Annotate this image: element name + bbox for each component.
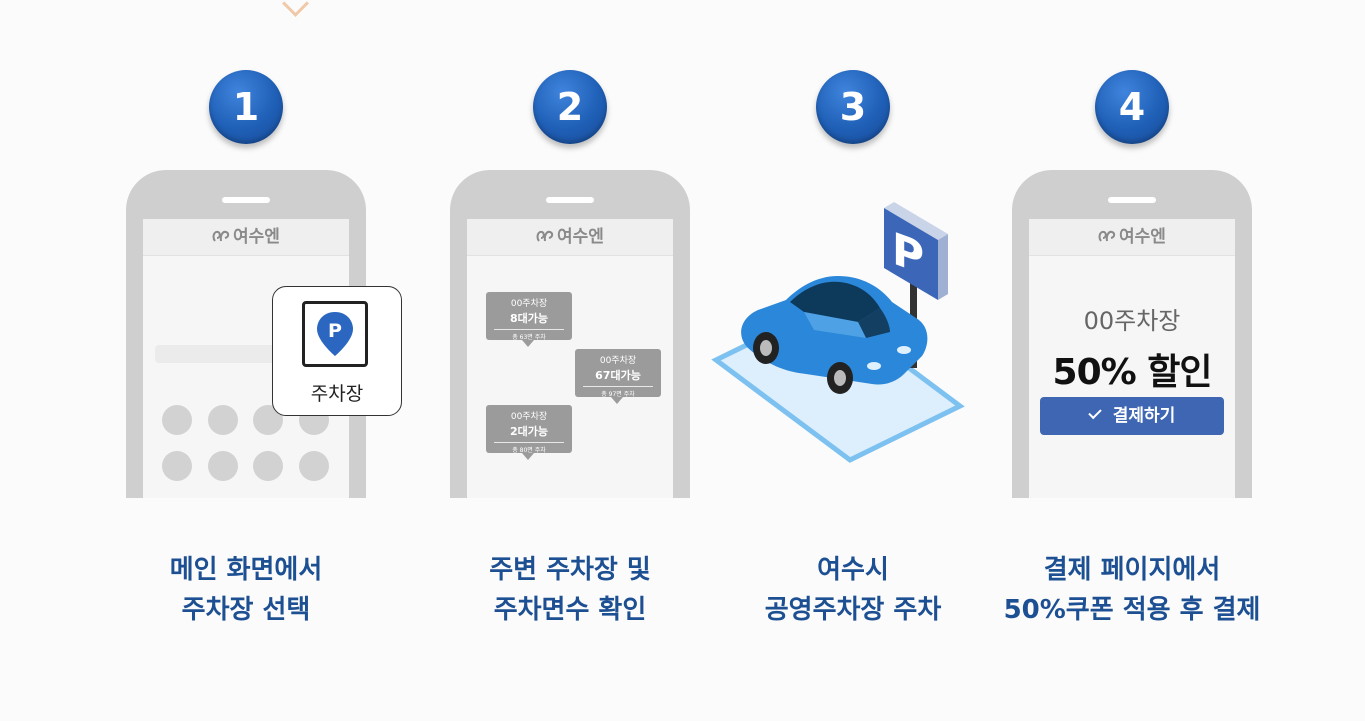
check-icon (1088, 405, 1102, 420)
caption-line: 주변 주차장 및 (489, 555, 651, 585)
caption-line: 주차장 선택 (181, 595, 311, 625)
caption-line: 메인 화면에서 (169, 555, 323, 585)
step-4: 4 여수엔 00주차장 50% 할인 결제하기 결제 페이지에서 50%쿠폰 적… (982, 70, 1282, 670)
marker-divider (583, 386, 653, 387)
marker-available: 2대가능 (509, 425, 548, 438)
logo-text: 여수엔 (557, 227, 604, 247)
step-caption: 메인 화면에서 주차장 선택 (96, 550, 396, 630)
marker-lot-name: 00주차장 (599, 356, 637, 366)
parking-lot-marker[interactable]: 00주차장 67대가능 총 97면 주차 (575, 349, 661, 404)
caption-line: 여수시 (817, 555, 889, 585)
step-3: 3 P 여수시 공영주차장 주차 (703, 70, 1003, 670)
step-caption: 주변 주차장 및 주차면수 확인 (420, 550, 720, 630)
caption-line: 공영주차장 주차 (764, 595, 942, 625)
phone-mockup: 여수엔 00주차장 50% 할인 결제하기 (1012, 170, 1252, 498)
phone-speaker (1108, 197, 1156, 203)
logo-text: 여수엔 (1119, 227, 1166, 247)
caption-line: 주차면수 확인 (493, 595, 647, 625)
marker-divider (494, 329, 564, 330)
marker-total: 총 97면 주차 (601, 391, 635, 398)
marker-total: 총 63면 주차 (512, 334, 546, 341)
phone-screen: 여수엔 00주차장 8대가능 총 63면 주차 00주차장 67대가능 총 97… (467, 219, 673, 498)
pay-button-label: 결제하기 (1112, 406, 1176, 426)
parking-lot-marker[interactable]: 00주차장 2대가능 총 80면 주차 (486, 405, 572, 460)
marker-total: 총 80면 주차 (512, 447, 546, 454)
parking-lot-name: 00주차장 (1083, 307, 1181, 335)
search-bar-placeholder (155, 345, 277, 363)
car-parking-illustration: P (711, 202, 965, 463)
step-caption: 결제 페이지에서 50%쿠폰 적용 후 결제 (982, 550, 1282, 630)
app-header: 여수엔 (143, 219, 349, 256)
marker-lot-name: 00주차장 (510, 299, 548, 309)
app-header: 여수엔 (467, 219, 673, 256)
step-number-badge: 2 (533, 70, 607, 144)
menu-icon-placeholder[interactable] (162, 451, 192, 481)
discount-text: 50% 할인 (1052, 352, 1213, 393)
phone-mockup: 여수엔 00주차장 8대가능 총 63면 주차 00주차장 67대가능 총 97… (450, 170, 690, 498)
step-caption: 여수시 공영주차장 주차 (703, 550, 1003, 630)
menu-icon-placeholder[interactable] (208, 405, 238, 435)
menu-icon-placeholder[interactable] (253, 451, 283, 481)
pay-button[interactable]: 결제하기 (1040, 397, 1224, 435)
caption-line: 50%쿠폰 적용 후 결제 (1003, 595, 1261, 625)
parking-menu-card[interactable]: P 주차장 (272, 286, 402, 416)
phone-speaker (546, 197, 594, 203)
logo-icon (536, 230, 554, 242)
phone-speaker (222, 197, 270, 203)
marker-lot-name: 00주차장 (510, 412, 548, 422)
menu-icon-placeholder[interactable] (299, 451, 329, 481)
marker-available: 67대가능 (595, 369, 641, 382)
parking-pin-icon: P (302, 301, 368, 367)
decorative-chevron (282, 0, 309, 17)
step-number-badge: 3 (816, 70, 890, 144)
app-header: 여수엔 (1029, 219, 1235, 256)
marker-divider (494, 442, 564, 443)
phone-mockup: 여수엔 P 주차장 (126, 170, 402, 498)
parking-card-label: 주차장 (310, 383, 364, 405)
step-number-badge: 4 (1095, 70, 1169, 144)
step-2: 2 여수엔 00주차장 8대가능 총 63면 주차 00주차장 67대가능 총 … (420, 70, 720, 670)
logo-text: 여수엔 (233, 227, 280, 247)
step-number-badge: 1 (209, 70, 283, 144)
menu-icon-placeholder[interactable] (162, 405, 192, 435)
phone-screen: 여수엔 00주차장 50% 할인 결제하기 (1029, 219, 1235, 498)
caption-line: 결제 페이지에서 (1043, 555, 1221, 585)
parking-lot-marker[interactable]: 00주차장 8대가능 총 63면 주차 (486, 292, 572, 347)
logo-icon (1098, 230, 1116, 242)
svg-text:P: P (328, 320, 342, 342)
logo-icon (212, 230, 230, 242)
menu-icon-placeholder[interactable] (208, 451, 238, 481)
parking-sign-letter: P (892, 222, 924, 285)
step-1: 1 여수엔 P 주차장 메인 화면에 (96, 70, 402, 670)
marker-available: 8대가능 (509, 312, 548, 325)
